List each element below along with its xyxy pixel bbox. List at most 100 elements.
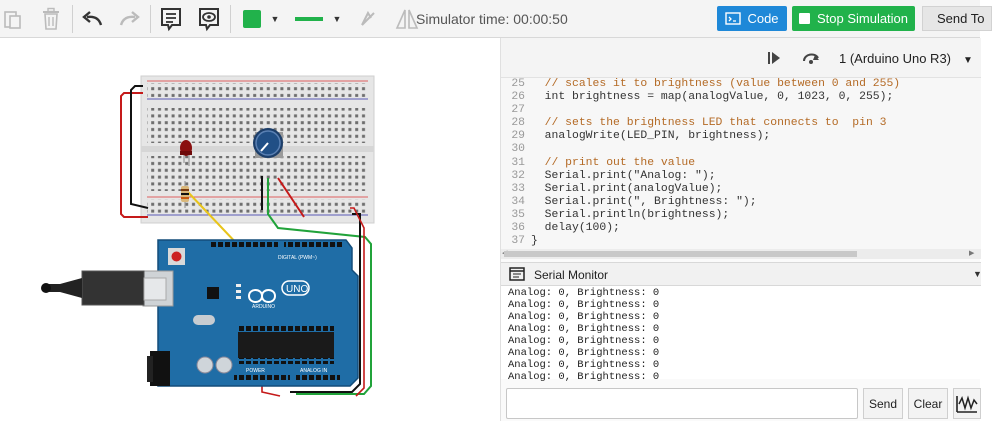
- line-number: 26: [511, 91, 525, 104]
- red-led[interactable]: [180, 140, 192, 166]
- redo-icon[interactable]: [118, 4, 142, 34]
- code-line[interactable]: 36 delay(100);: [501, 222, 981, 235]
- code-line[interactable]: 34 Serial.print(", Brightness: ");: [501, 196, 981, 209]
- delete-icon[interactable]: [38, 4, 64, 34]
- line-number: 25: [511, 78, 525, 90]
- code-line[interactable]: 32 Serial.print("Analog: ");: [501, 170, 981, 183]
- circuit-canvas[interactable]: ARDUINO UNO DIGITAL (PWM~) POWER ANALOG …: [0, 38, 500, 421]
- code-line[interactable]: 25 // scales it to brightness (value bet…: [501, 78, 981, 91]
- wire-style-swatch: [294, 17, 323, 21]
- right-panel: 1 (Arduino Uno R3) ▼ 25 // scales it to b…: [500, 38, 982, 421]
- code-text: Serial.print(analogValue);: [531, 182, 723, 195]
- code-line[interactable]: 27: [501, 104, 981, 117]
- code-button-label: Code: [747, 11, 779, 26]
- code-line[interactable]: 29 analogWrite(LED_PIN, brightness);: [501, 130, 981, 143]
- scrollbar-thumb[interactable]: [504, 251, 857, 257]
- code-line[interactable]: 28 // sets the brightness LED that conne…: [501, 117, 981, 130]
- serial-input[interactable]: [506, 388, 858, 419]
- board-select-value: 1 (Arduino Uno R3): [839, 51, 951, 66]
- horizontal-scrollbar[interactable]: ◀ ▶: [501, 249, 981, 259]
- wire-red-pot[interactable]: [277, 177, 305, 218]
- line-number: 27: [511, 104, 525, 117]
- code-text: int brightness = map(analogValue, 0, 102…: [531, 91, 894, 104]
- wire-yellow-signal[interactable]: [185, 189, 241, 248]
- code-text: // print out the value: [531, 156, 696, 169]
- wire-red-board[interactable]: [350, 207, 365, 397]
- view-annotations-icon[interactable]: [196, 4, 222, 34]
- step-over-icon[interactable]: [801, 49, 821, 70]
- scroll-right-icon[interactable]: ▶: [969, 250, 975, 257]
- code-line[interactable]: 33 Serial.print(analogValue);: [501, 183, 981, 196]
- waveform-icon: [956, 394, 978, 413]
- code-button[interactable]: Code: [717, 6, 787, 31]
- board-select[interactable]: 1 (Arduino Uno R3) ▼: [839, 51, 973, 66]
- code-line[interactable]: 31 // print out the value: [501, 157, 981, 170]
- code-text: Serial.println(brightness);: [531, 208, 730, 221]
- code-line[interactable]: 30: [501, 143, 981, 156]
- code-text: // sets the brightness LED that connects…: [531, 117, 887, 130]
- code-text: analogWrite(LED_PIN, brightness);: [531, 130, 771, 143]
- serial-output-line: Analog: 0, Brightness: 0: [508, 359, 660, 371]
- wire-red-5v[interactable]: [261, 386, 281, 397]
- line-number: 32: [511, 169, 525, 182]
- chevron-down-icon: ▼: [963, 55, 973, 66]
- wire-black-ground[interactable]: [130, 85, 149, 209]
- flip-icon[interactable]: [394, 4, 420, 34]
- wire-red-power[interactable]: [120, 92, 148, 218]
- line-number: 28: [511, 117, 525, 130]
- stop-simulation-button[interactable]: Stop Simulation: [792, 6, 915, 31]
- arduino-uno-board[interactable]: ARDUINO UNO DIGITAL (PWM~) POWER ANALOG …: [142, 239, 359, 387]
- send-button-label: Send: [868, 396, 898, 411]
- serial-output-line: Analog: 0, Brightness: 0: [508, 347, 660, 359]
- potentiometer[interactable]: [253, 128, 283, 158]
- clear-button-label: Clear: [913, 396, 943, 411]
- toolbar: ▼ ▼ Simulator time: 00:00:50 Code Stop S…: [0, 0, 992, 38]
- serial-output-line: Analog: 0, Brightness: 0: [508, 311, 660, 323]
- graph-button[interactable]: [953, 388, 981, 419]
- line-number: 37: [511, 235, 525, 248]
- serial-output-line: Analog: 0, Brightness: 0: [508, 371, 660, 383]
- code-line[interactable]: 35 Serial.println(brightness);: [501, 209, 981, 222]
- color-swatch: [242, 10, 261, 28]
- code-editor[interactable]: 25 // scales it to brightness (value bet…: [501, 78, 981, 249]
- uno-label: UNO: [286, 284, 308, 295]
- wire-green-analog[interactable]: [267, 178, 372, 395]
- serial-output-line: Analog: 0, Brightness: 0: [508, 323, 660, 335]
- rotate-icon[interactable]: [356, 4, 380, 34]
- chevron-down-icon[interactable]: ▼: [973, 269, 982, 279]
- line-number: 35: [511, 208, 525, 221]
- paste-icon[interactable]: [2, 4, 24, 34]
- digital-label: DIGITAL (PWM~): [278, 255, 317, 261]
- wire-style-picker[interactable]: ▼: [290, 4, 346, 34]
- serial-monitor-header[interactable]: Serial Monitor ▼: [501, 262, 982, 286]
- line-number: 33: [511, 182, 525, 195]
- toolbar-divider: [72, 5, 73, 33]
- clear-button[interactable]: Clear: [908, 388, 948, 419]
- step-through-icon[interactable]: [766, 50, 782, 71]
- resistor[interactable]: [181, 181, 189, 208]
- serial-output-line: Analog: 0, Brightness: 0: [508, 299, 660, 311]
- usb-cable[interactable]: [41, 270, 167, 306]
- code-line[interactable]: 26 int brightness = map(analogValue, 0, …: [501, 91, 981, 104]
- analog-in-label: ANALOG IN: [300, 368, 328, 374]
- line-number: 30: [511, 143, 525, 156]
- line-number: 31: [511, 156, 525, 169]
- line-number: 34: [511, 195, 525, 208]
- serial-monitor-title: Serial Monitor: [534, 268, 609, 282]
- send-button[interactable]: Send: [863, 388, 903, 419]
- undo-icon[interactable]: [80, 4, 104, 34]
- code-icon: [725, 12, 742, 25]
- stop-simulation-label: Stop Simulation: [816, 11, 909, 26]
- notes-icon[interactable]: [158, 4, 184, 34]
- send-to-button[interactable]: Send To: [922, 6, 992, 31]
- color-picker[interactable]: ▼: [238, 4, 284, 34]
- serial-output-line: Analog: 0, Brightness: 0: [508, 335, 660, 347]
- serial-output-line: Analog: 0, Brightness: 0: [508, 287, 660, 299]
- chevron-down-icon: ▼: [270, 14, 280, 24]
- code-header: 1 (Arduino Uno R3) ▼: [501, 38, 981, 78]
- power-label: POWER: [246, 368, 265, 374]
- serial-monitor-icon: [509, 267, 525, 286]
- code-line[interactable]: 37}: [501, 235, 981, 248]
